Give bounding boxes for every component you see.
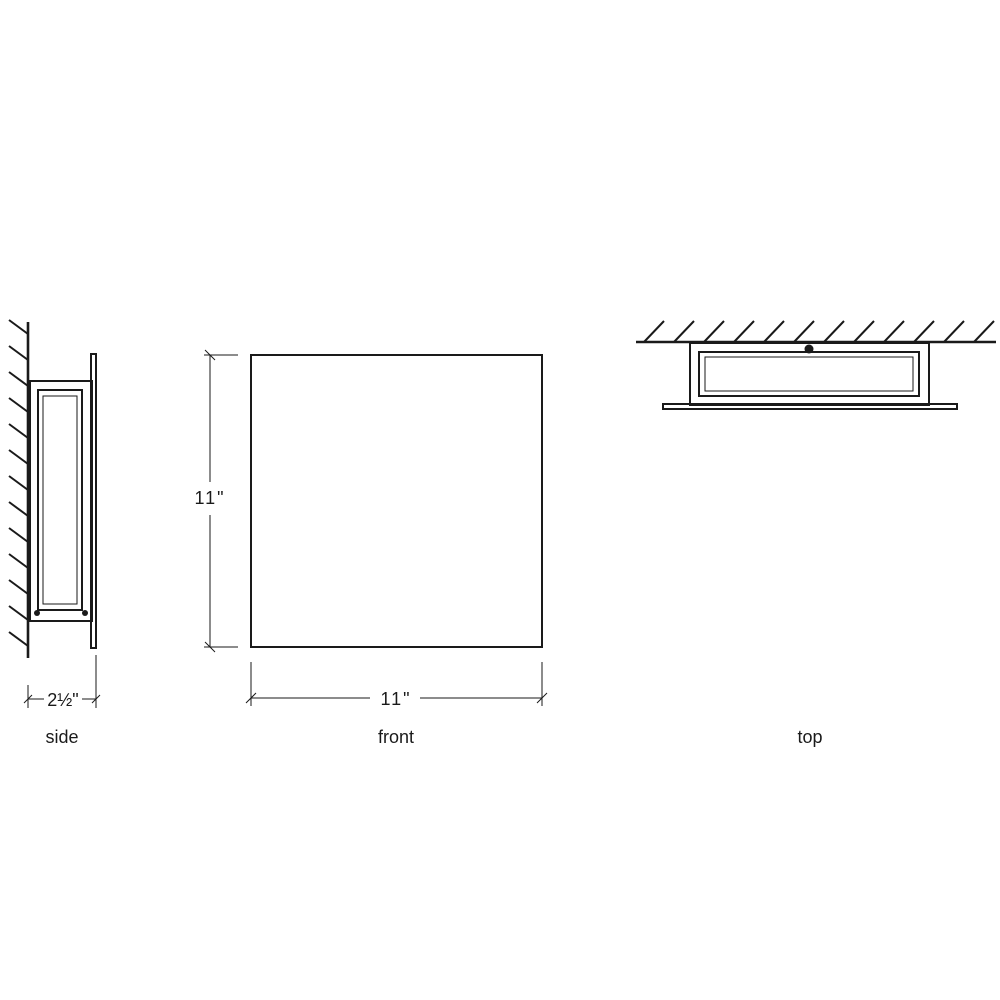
- side-front-plate: [90, 353, 97, 649]
- side-lens-outer: [37, 389, 83, 611]
- top-ceiling-hatching: [643, 320, 995, 343]
- front-height-label: 11": [194, 488, 225, 508]
- top-view: top: [636, 320, 996, 747]
- front-width-dimension: [245, 662, 548, 706]
- side-screw-right: [82, 610, 88, 616]
- front-height-dimension: [204, 349, 238, 653]
- side-screw-left: [34, 610, 40, 616]
- side-wall-hatching: [8, 319, 29, 647]
- top-lens-inner: [704, 356, 914, 392]
- front-width-label: 11": [380, 689, 411, 709]
- side-depth-dimension: [23, 655, 101, 708]
- side-depth-label: 2½": [47, 690, 78, 710]
- front-view-label: front: [378, 727, 414, 747]
- top-screw: [804, 344, 814, 354]
- front-panel: [250, 354, 543, 648]
- top-front-plate: [662, 403, 958, 410]
- side-view: 2½" side: [8, 319, 101, 747]
- side-lens-inner: [42, 395, 78, 605]
- top-view-label: top: [797, 727, 822, 747]
- front-view: 11" 11" front: [194, 349, 548, 747]
- side-view-label: side: [45, 727, 78, 747]
- top-lens-outer: [698, 351, 920, 397]
